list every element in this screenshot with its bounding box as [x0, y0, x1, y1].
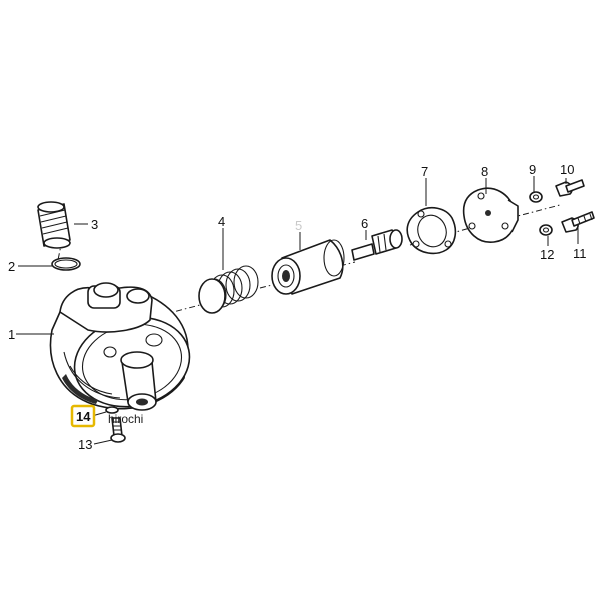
callout-9: 9 [529, 162, 536, 177]
highlight-box [70, 404, 96, 428]
part-3-threaded-nipple [37, 201, 71, 249]
callout-1: 1 [8, 327, 15, 342]
callout-14-highlight: 14 [70, 404, 96, 428]
part-9-washer [529, 191, 543, 203]
part-6-valve-pin [351, 229, 403, 261]
callout-13: 13 [78, 437, 92, 452]
part-5-sleeve [271, 239, 345, 295]
part-11-bolt [561, 211, 595, 233]
part-10-screw [555, 179, 585, 197]
part-8-cover [462, 187, 519, 243]
callout-4: 4 [218, 214, 225, 229]
part-14-seal-ring [105, 406, 119, 414]
part-13-drain-screw [110, 417, 126, 443]
part-2-o-ring [51, 257, 81, 271]
part-12-washer [539, 224, 553, 236]
callout-12: 12 [540, 247, 554, 262]
callout-6: 6 [361, 216, 368, 231]
callout-7: 7 [421, 164, 428, 179]
callout-10: 10 [560, 162, 574, 177]
callout-2: 2 [8, 259, 15, 274]
callout-14: 14 [76, 409, 91, 424]
callout-11: 11 [573, 246, 587, 261]
callout-8: 8 [481, 164, 488, 179]
part-1-filter-housing [49, 282, 191, 411]
part-7-gasket [406, 206, 457, 255]
watermark-text: hirochi [108, 412, 143, 426]
part-4-spring [198, 265, 259, 314]
callout-3: 3 [91, 217, 98, 232]
callout-5: 5 [295, 218, 302, 233]
